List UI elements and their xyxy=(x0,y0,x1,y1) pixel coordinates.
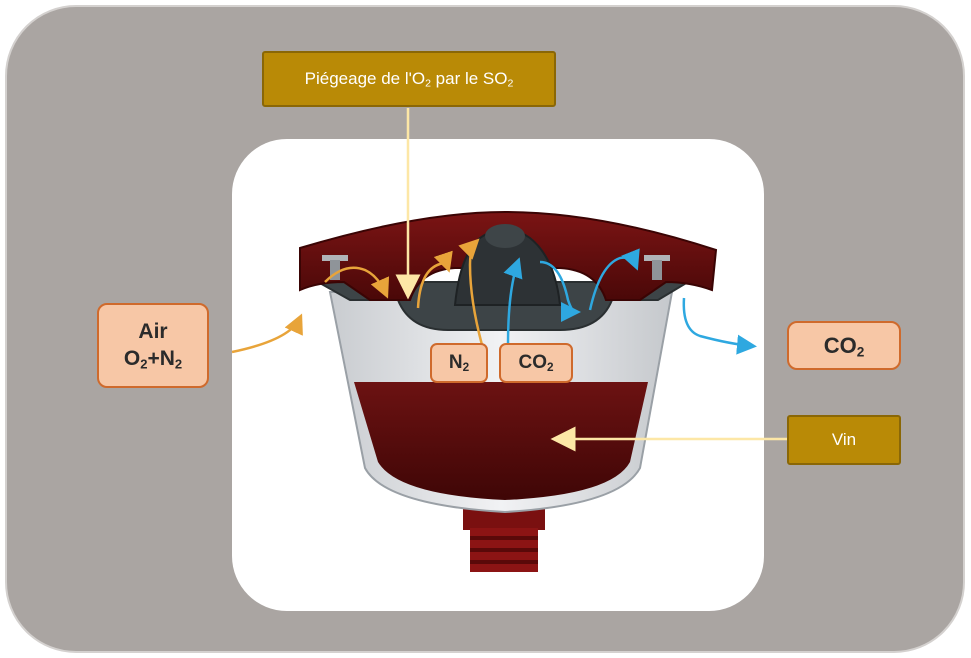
co2-outer-label: CO2 xyxy=(787,321,901,370)
vin-label: Vin xyxy=(787,415,901,465)
trap-label-sub1: 2 xyxy=(425,77,431,90)
connector-fitting xyxy=(463,500,545,572)
trap-label-text: Piégeage de l'O xyxy=(304,69,426,88)
air-inflow-arrow xyxy=(231,313,303,354)
co2-outflow-arrow xyxy=(682,297,757,355)
co2-path-arrow-1 xyxy=(539,260,581,322)
air-path-arrow-1 xyxy=(324,266,390,299)
air-label: Air O2+N2 xyxy=(97,303,209,388)
air-label-formula: O2+N2 xyxy=(123,346,183,371)
trap-label: Piégeage de l'O2 par le SO2 xyxy=(262,51,556,107)
co2-outer-label-sub: 2 xyxy=(856,343,865,359)
co2-path-arrow-2 xyxy=(588,248,640,311)
co2-inner-label: CO2 xyxy=(499,343,573,383)
co2-outer-label-text: CO xyxy=(823,332,857,358)
dome-knob xyxy=(485,224,525,248)
air-label-title: Air xyxy=(138,320,168,344)
co2-inner-label-sub: 2 xyxy=(546,360,554,374)
co2-inner-label-text: CO xyxy=(518,352,547,373)
trap-label-mid: par le SO xyxy=(430,69,508,88)
n2-label-text: N xyxy=(448,352,463,373)
wine-liquid xyxy=(354,382,648,500)
left-valve xyxy=(322,255,348,280)
trap-label-sub2: 2 xyxy=(507,77,514,90)
n2-label: N2 xyxy=(430,343,488,383)
right-valve xyxy=(644,255,670,280)
vin-label-text: Vin xyxy=(831,430,857,449)
air-path-arrow-2 xyxy=(416,250,453,309)
n2-label-sub: 2 xyxy=(462,360,470,374)
n2-flow-arrow xyxy=(458,238,484,346)
co2-up-arrow xyxy=(503,257,523,346)
